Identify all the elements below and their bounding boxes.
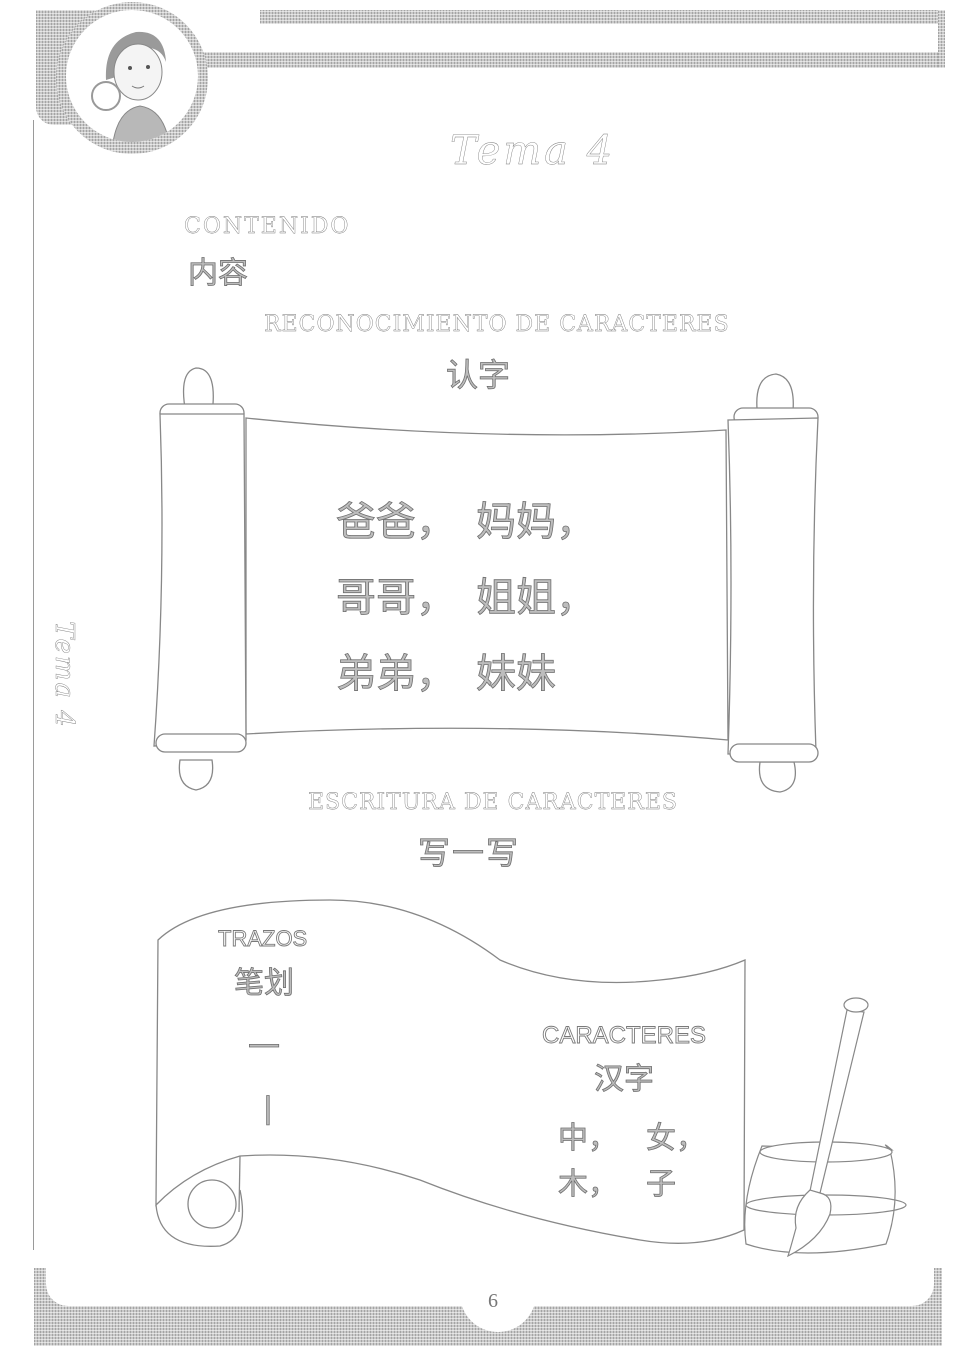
stroke-vertical: 丨 xyxy=(252,1092,285,1131)
character-item: 中， xyxy=(558,1121,619,1157)
contenido-label-zh: 内容 xyxy=(188,256,249,292)
character-pair-right: 妈妈， xyxy=(476,499,597,546)
avatar xyxy=(66,10,198,142)
side-chapter-label: Tema 4 xyxy=(49,621,79,729)
brush-in-ink-pot xyxy=(744,997,907,1258)
escritura-heading-zh: 写一写 xyxy=(418,834,521,873)
border-left-line xyxy=(33,120,34,1250)
character-item: 女， xyxy=(646,1121,707,1157)
character-row: 木， 子 xyxy=(558,1158,706,1204)
character-item: 子 xyxy=(646,1167,677,1203)
character-pair-right: 妹妹 xyxy=(476,651,557,698)
character-pair-left: 哥哥， xyxy=(336,575,457,622)
trazos-label: TRAZOS xyxy=(218,926,308,952)
caracteres-label: CARACTERES xyxy=(542,1022,707,1050)
border-top-thin-strip xyxy=(260,10,945,24)
border-right-strip xyxy=(938,10,945,68)
girl-portrait-icon xyxy=(91,31,170,142)
contenido-label: CONTENIDO xyxy=(184,214,351,239)
character-pair-right: 姐姐， xyxy=(476,575,597,622)
character-pair-left: 弟弟， xyxy=(336,651,457,698)
character-pair-left: 爸爸， xyxy=(336,499,457,546)
character-row: 哥哥， 姐姐， xyxy=(336,556,606,632)
border-top-strip xyxy=(190,52,945,68)
caracteres-list: 中， 女， 木， 子 xyxy=(558,1112,707,1204)
page-number-notch xyxy=(460,1270,536,1332)
page-title: Tema 4 xyxy=(450,128,616,174)
caracteres-label-zh: 汉字 xyxy=(594,1062,655,1098)
trazos-label-zh: 笔划 xyxy=(234,966,295,1002)
reconocimiento-heading-zh: 认字 xyxy=(446,356,511,395)
character-row: 爸爸， 妈妈， xyxy=(336,480,606,556)
character-row: 弟弟， 妹妹 xyxy=(336,632,606,708)
character-item: 木， xyxy=(558,1167,619,1203)
escritura-heading: ESCRITURA DE CARACTERES xyxy=(308,790,679,815)
character-row: 中， 女， xyxy=(558,1112,707,1158)
page-number: 6 xyxy=(488,1290,498,1312)
stroke-horizontal: 一 xyxy=(248,1028,281,1067)
family-characters-list: 爸爸， 妈妈， 哥哥， 姐姐， 弟弟， 妹妹 xyxy=(336,480,606,708)
reconocimiento-heading: RECONOCIMIENTO DE CARACTERES xyxy=(264,312,730,337)
